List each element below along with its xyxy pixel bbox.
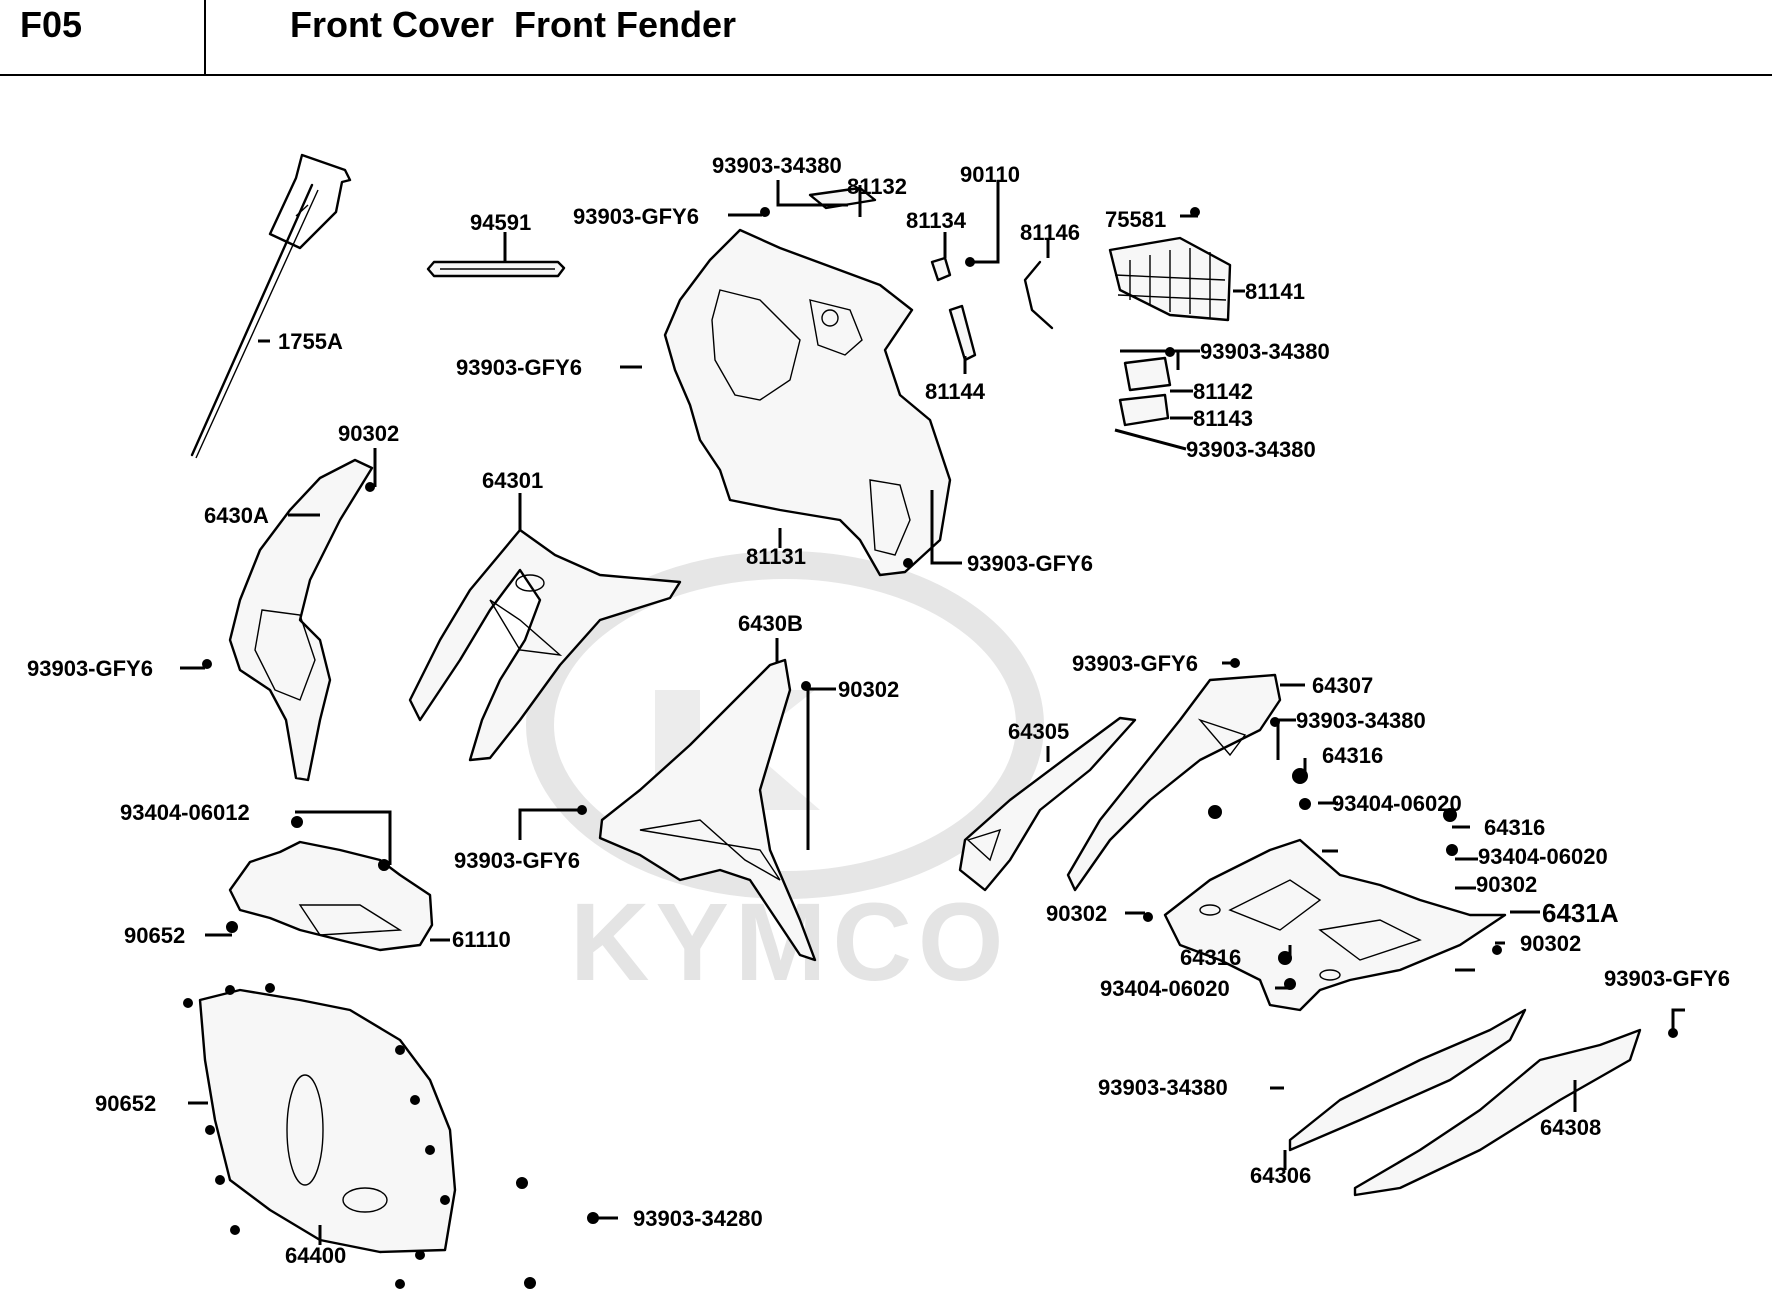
leader-lines (180, 180, 1685, 1245)
label-93404-06020: 93404-06020 (1100, 976, 1230, 1001)
sheet-header: F05 Front Cover Front Fender (0, 0, 1772, 76)
part-front-panel-6430b (598, 658, 817, 962)
label-93903-34280: 93903-34280 (633, 1206, 763, 1231)
label-90302: 90302 (1520, 931, 1581, 956)
part-side-panel-6430a (228, 458, 374, 782)
label-90652: 90652 (124, 923, 185, 948)
label-93404-06020: 93404-06020 (1332, 791, 1462, 816)
label-81143: 81143 (1193, 406, 1253, 431)
label-93903-gfy6: 93903-GFY6 (454, 848, 580, 873)
part-81142 (1123, 356, 1172, 392)
part-81143 (1118, 393, 1170, 427)
label-93404-06020: 93404-06020 (1478, 844, 1608, 869)
part-bracket-61110 (228, 840, 434, 952)
label-81131: 81131 (746, 544, 806, 569)
label-64305: 64305 (1008, 719, 1069, 744)
label-81142: 81142 (1193, 379, 1253, 404)
part-81146 (1023, 260, 1054, 330)
label-64316: 64316 (1484, 815, 1545, 840)
label-90302: 90302 (838, 677, 899, 702)
label-81146: 81146 (1020, 220, 1080, 245)
label-93903-34380: 93903-34380 (1186, 437, 1316, 462)
label-6430b: 6430B (738, 611, 803, 636)
label-93903-gfy6: 93903-GFY6 (1072, 651, 1198, 676)
label-90110: 90110 (960, 162, 1020, 187)
label-93903-gfy6: 93903-GFY6 (456, 355, 582, 380)
exploded-parts-diagram: KYMCO (27, 153, 1730, 1289)
part-grille-81141 (1108, 236, 1232, 322)
part-81134 (930, 256, 952, 282)
label-93903-34380: 93903-34380 (1098, 1075, 1228, 1100)
sheet-title: Front Cover Front Fender (290, 4, 737, 45)
label-93903-gfy6: 93903-GFY6 (1604, 966, 1730, 991)
label-1755a: 1755A (278, 329, 343, 354)
label-75581: 75581 (1105, 207, 1166, 232)
label-64316: 64316 (1180, 945, 1241, 970)
label-93903-34380: 93903-34380 (1200, 339, 1330, 364)
label-93903-gfy6: 93903-GFY6 (573, 204, 699, 229)
label-90302: 90302 (1476, 872, 1537, 897)
part-floor-panel-6431a (1163, 838, 1507, 1012)
label-81141: 81141 (1245, 279, 1305, 304)
part-labels: 93903-34380 81132 90110 93903-GFY6 81134… (27, 153, 1730, 1268)
label-64308: 64308 (1540, 1115, 1601, 1140)
label-81132: 81132 (847, 174, 907, 199)
label-94591: 94591 (470, 210, 531, 235)
part-side-strip-64308 (1353, 1028, 1642, 1197)
label-93404-06012: 93404-06012 (120, 800, 250, 825)
header-divider (204, 0, 206, 74)
part-panel-64305 (958, 716, 1137, 892)
label-61110: 61110 (452, 927, 511, 952)
fastener-group (183, 207, 1678, 1289)
part-front-fender-64400 (198, 988, 457, 1254)
part-81144 (948, 304, 977, 362)
part-panel-64307 (1066, 673, 1282, 892)
label-64301: 64301 (482, 468, 543, 493)
label-93903-34380: 93903-34380 (712, 153, 842, 178)
part-center-cover-64301 (408, 528, 682, 762)
part-reflector-94591 (426, 232, 566, 278)
label-93903-gfy6: 93903-GFY6 (967, 551, 1093, 576)
label-93903-34380: 93903-34380 (1296, 708, 1426, 733)
label-90302: 90302 (1046, 901, 1107, 926)
label-93903-gfy6: 93903-GFY6 (27, 656, 153, 681)
label-90652: 90652 (95, 1091, 156, 1116)
part-side-strip-64306 (1288, 1008, 1527, 1152)
sheet-code: F05 (20, 4, 83, 45)
label-6431a: 6431A (1542, 898, 1619, 928)
part-inner-cover-81131 (663, 228, 952, 577)
label-90302: 90302 (338, 421, 399, 446)
label-64306: 64306 (1250, 1163, 1311, 1188)
label-64307: 64307 (1312, 673, 1373, 698)
label-64316: 64316 (1322, 743, 1383, 768)
label-81144: 81144 (925, 379, 986, 404)
label-6430a: 6430A (204, 503, 269, 528)
part-cable-1755a (190, 153, 352, 459)
label-81134: 81134 (906, 208, 967, 233)
label-64400: 64400 (285, 1243, 346, 1268)
